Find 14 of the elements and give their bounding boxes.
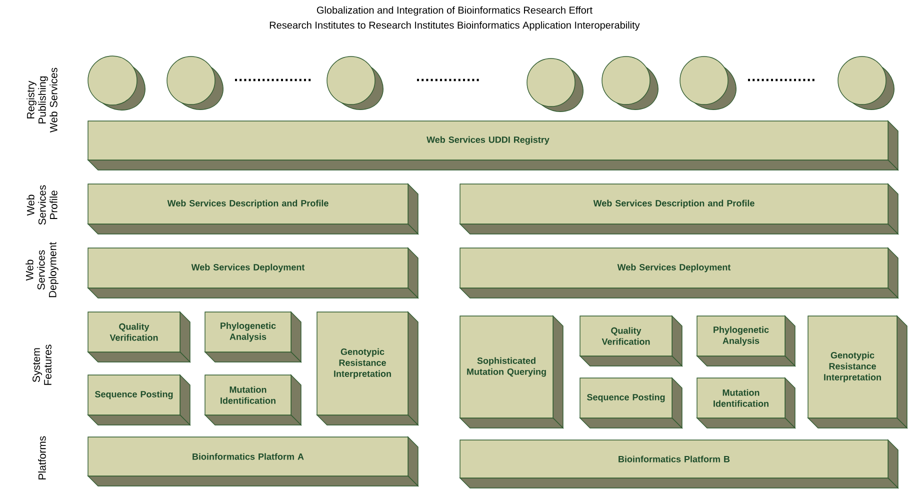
disc-icon [326, 56, 384, 110]
disc-icon [838, 56, 894, 110]
disc-icon [526, 58, 584, 112]
disc-icon [166, 56, 224, 110]
disc-icon [88, 56, 146, 110]
row-label: Web Services Deployment [26, 242, 58, 298]
subtitle: Research Institutes to Research Institutes Bioinformatics Application Interoperability [270, 21, 640, 31]
row-label: System Features [32, 344, 52, 385]
disc-icon [602, 56, 658, 110]
title: Globalization and Integration of Bioinformatics Research Effort [316, 6, 592, 16]
disc-icon [680, 56, 736, 110]
row-label: Web Services Profile [26, 185, 58, 225]
row-label: Registry Publishing Web Services [26, 68, 58, 133]
row-label: Platforms [38, 436, 46, 480]
